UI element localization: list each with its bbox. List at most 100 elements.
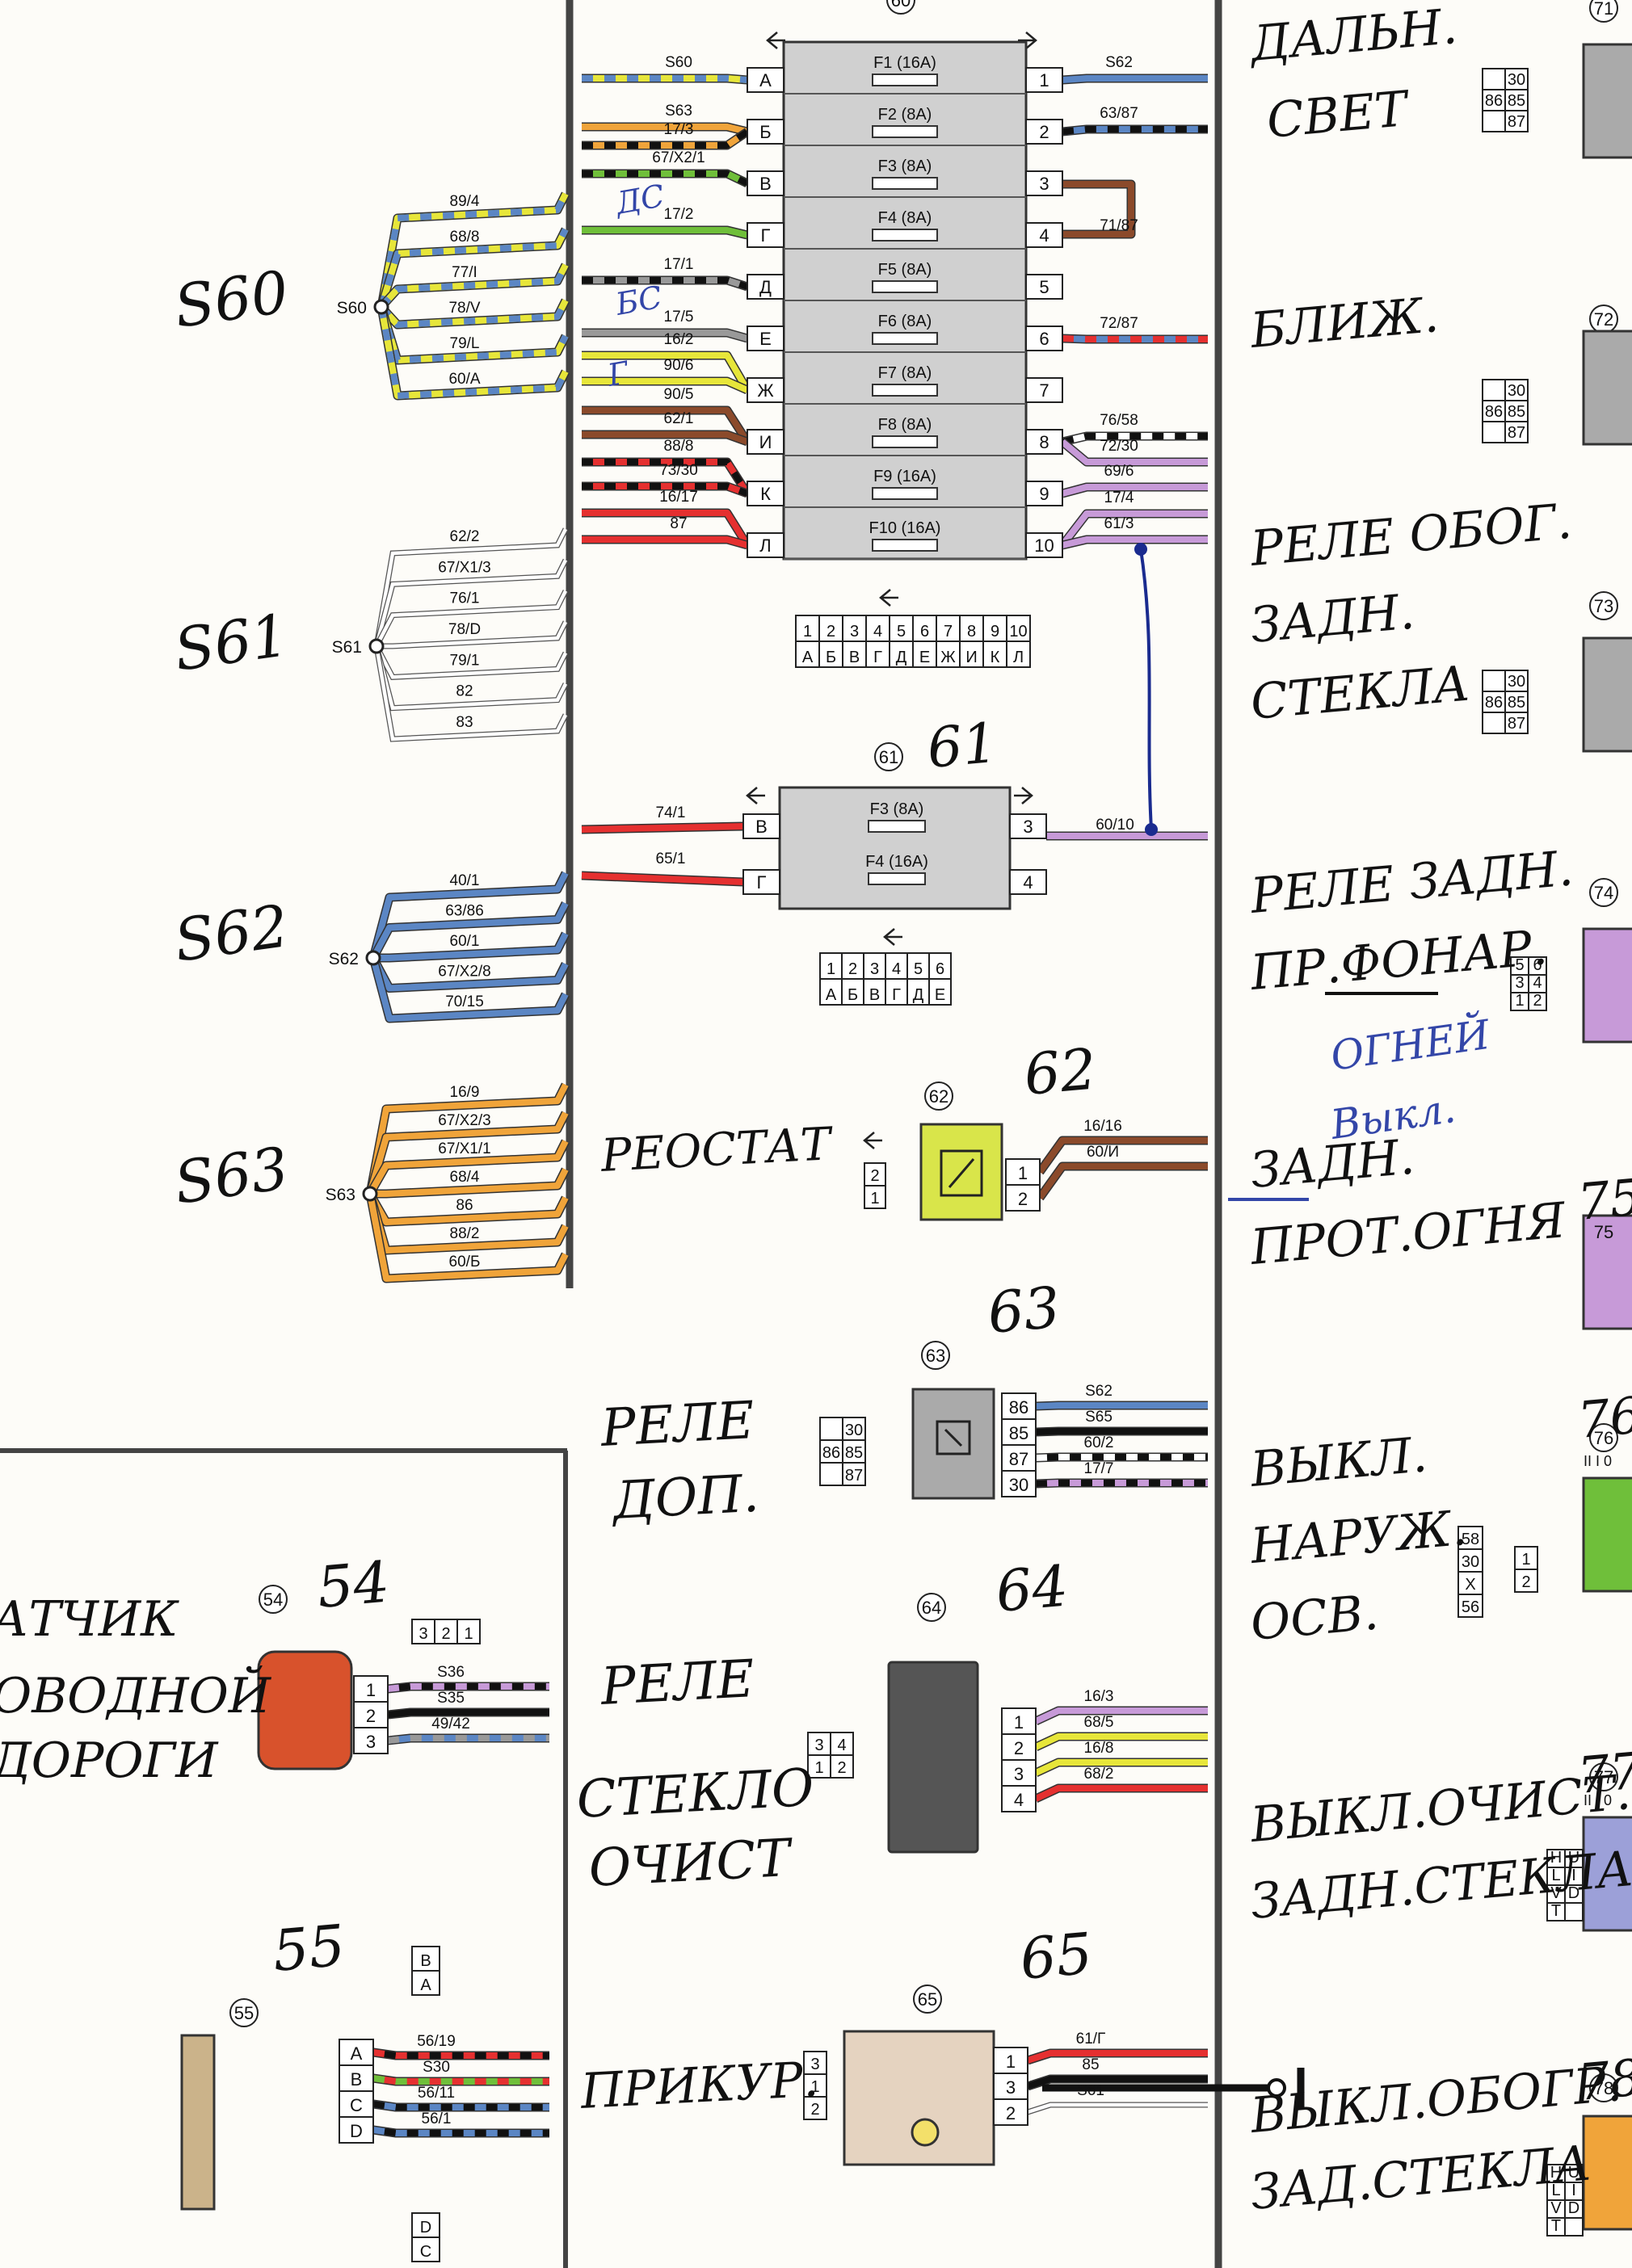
block61-left-pin-label: Г: [757, 872, 767, 892]
block61-connector-cell: [928, 952, 952, 980]
wire-core: [1062, 536, 1208, 548]
block60-left-wire: [582, 481, 749, 498]
block60-left-wire-label: 67/X2/1: [652, 149, 705, 166]
block61-connector-cell: [885, 978, 908, 1006]
block60-connector-cell-label: 9: [991, 623, 999, 640]
block60-left-pin: [747, 170, 784, 196]
component-63: [921, 1341, 950, 1370]
component-65-wire: [1026, 2074, 1208, 2091]
wire-stripe: [387, 1735, 549, 1744]
component-62-connector-cell-label: 1: [870, 1190, 879, 1208]
fuse-label: F2 (8A): [878, 106, 932, 124]
component-54-connector-cell-label: 1: [464, 1625, 473, 1643]
splice-node: [365, 950, 381, 966]
block61-connector-cell-label: 1: [827, 960, 835, 978]
block60-left-wire: [582, 275, 749, 292]
component-62-pin: [1005, 1184, 1041, 1212]
right-component-body: [1582, 927, 1632, 1044]
right-connector-73-cell: [1482, 691, 1506, 713]
wire-core: [370, 872, 569, 960]
block60-right-wire-label: 17/4: [1104, 489, 1134, 506]
block61-connector-cell: [819, 978, 843, 1006]
component-55-wire-label: 56/19: [417, 2033, 456, 2050]
component-63-handwritten: 63: [985, 1274, 1062, 1346]
component-63-pin-label: 85: [1009, 1423, 1028, 1443]
fuse-label: F6 (8A): [878, 313, 932, 330]
component-64-connector-cell-label: 4: [837, 1737, 846, 1754]
wire-stripe: [1035, 1454, 1208, 1461]
right-connector-73-cell: [1504, 670, 1529, 692]
component-65-wire-label: 61/Г: [1076, 2031, 1106, 2048]
block60-left-wire: [582, 128, 751, 150]
wire-core: [1035, 1402, 1208, 1409]
block60-connector-cell-label: 5: [897, 623, 906, 640]
right-connector-74-cell-label: 4: [1533, 974, 1542, 992]
splice-wire-label: 67/X1/1: [438, 1140, 491, 1157]
handwritten-ds: ДС: [612, 178, 667, 221]
block60-connector-cell: [959, 615, 984, 642]
component-62-pin-label: 2: [1018, 1189, 1028, 1209]
splice-id: S62: [329, 950, 359, 968]
fuse-label: F10 (16A): [869, 519, 941, 537]
right-connector-73-cell: [1504, 691, 1529, 713]
splice-wire-label: 60/1: [450, 933, 480, 950]
component-64-wire-label: 16/3: [1084, 1688, 1114, 1705]
right-component: [1589, 1762, 1618, 1791]
component-62-wire: [1036, 1161, 1208, 1201]
component-62: [924, 1082, 953, 1111]
block60-right-pin-label: 2: [1039, 122, 1049, 142]
component-62-handwritten: 62: [1021, 1035, 1099, 1107]
right-connector-76-cell-label: 58: [1462, 1531, 1479, 1548]
right-label-76: ОСВ.: [1248, 1584, 1381, 1652]
component-55-connector-top-cell-label: B: [420, 1952, 431, 1970]
block60-connector-cell: [912, 615, 937, 642]
component-54-number: 54: [263, 1590, 283, 1610]
right-connector-76-cell: [1457, 1526, 1483, 1550]
component-55-pin: [339, 2090, 374, 2118]
block60-right-pin-label: 9: [1039, 484, 1049, 504]
right-connector-71-cell: [1504, 110, 1529, 132]
block60-connector-cell: [936, 640, 961, 668]
splice-wire-label: 40/1: [450, 872, 480, 889]
splice-handwritten: S60: [170, 258, 292, 341]
right-connector-77-cell-label: H: [1550, 1849, 1562, 1867]
fuse-label: F9 (16A): [873, 468, 936, 485]
white-wire-core: [374, 527, 568, 647]
block61-right-pin: [1009, 869, 1047, 895]
component-54-wire: [387, 1682, 549, 1694]
component-54-connector-cell-label: 3: [419, 1625, 427, 1643]
block60-right-pin: [1025, 377, 1063, 403]
splice-wire-label: 62/2: [450, 528, 480, 545]
component-55-pin: [339, 2064, 374, 2092]
component-64-wire-label: 68/5: [1084, 1714, 1114, 1731]
wire-core: [387, 1709, 549, 1718]
block60-left-wire: [582, 122, 749, 136]
right-connector-78-cell-label: U: [1568, 2164, 1579, 2182]
component-63-wire: [1035, 1452, 1208, 1463]
block60-connector-cell: [936, 615, 961, 642]
block61-connector-cell-label: А: [826, 986, 837, 1004]
block61-left-pin-label: В: [755, 817, 768, 837]
block61-left-wire: [581, 871, 744, 887]
block60-right-pin: [1025, 222, 1063, 248]
block60-connector-cell-label: 4: [873, 623, 882, 640]
right-connector-71-cell-label: 86: [1485, 92, 1503, 110]
block60-connector-cell: [959, 640, 984, 668]
fuse-icon: [872, 384, 938, 397]
component-55-body: [180, 2034, 216, 2211]
block60-left-pin-label: А: [759, 70, 772, 90]
block60-connector-cell-label: 6: [920, 623, 929, 640]
block60-left-wire-label: 17/2: [664, 206, 694, 223]
component-64-label-2: СТЕКЛО: [575, 1758, 815, 1830]
wire-core: [367, 1140, 569, 1195]
block60-left-pin: [747, 481, 784, 506]
component-55-connector-bottom-cell-label: C: [420, 2243, 431, 2261]
component-62-connector-cell: [864, 1162, 886, 1186]
component-54-label-2: ОВОДНОЙ: [0, 1665, 272, 1724]
splice-wire-label: 68/8: [450, 229, 480, 246]
wire-core: [582, 431, 749, 445]
right-component-body: [1582, 43, 1632, 159]
fuse-icon: [872, 487, 938, 500]
block61-connector-cell-label: Е: [935, 986, 945, 1004]
